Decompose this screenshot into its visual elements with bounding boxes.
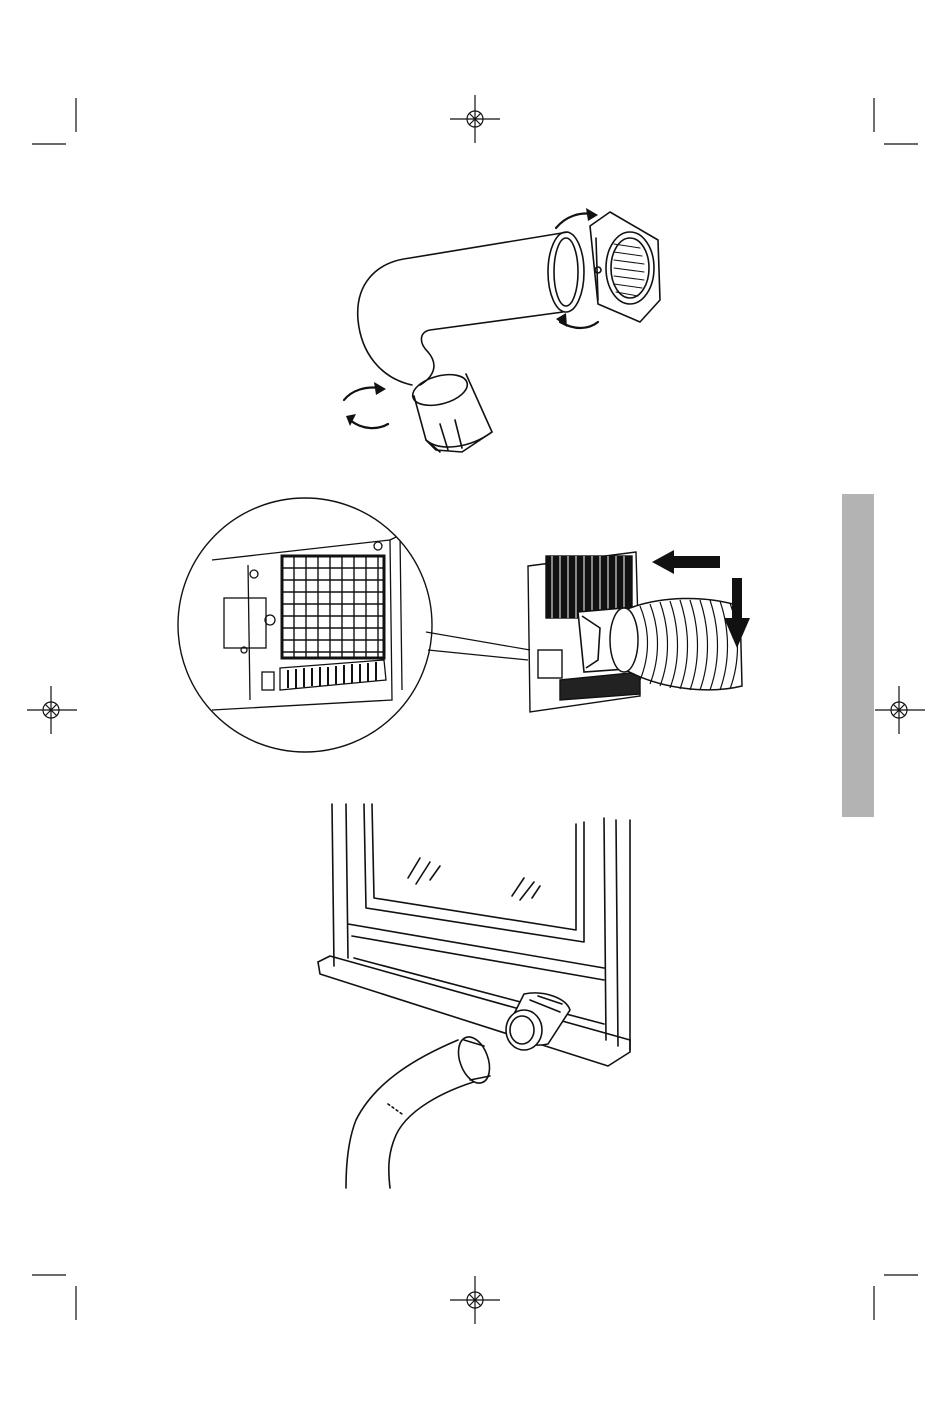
registration-mark-bottom [450,1276,500,1324]
registration-mark-right [875,686,925,734]
exhaust-hose-with-adapters-icon [330,198,680,460]
hose-insert-into-rear-grille-icon [176,496,766,766]
registration-mark-top [450,95,500,143]
window-slider-with-hose-icon [312,790,652,1190]
registration-mark-left [27,686,77,734]
section-side-tab [842,494,874,817]
push-left-arrow-icon [652,550,720,574]
